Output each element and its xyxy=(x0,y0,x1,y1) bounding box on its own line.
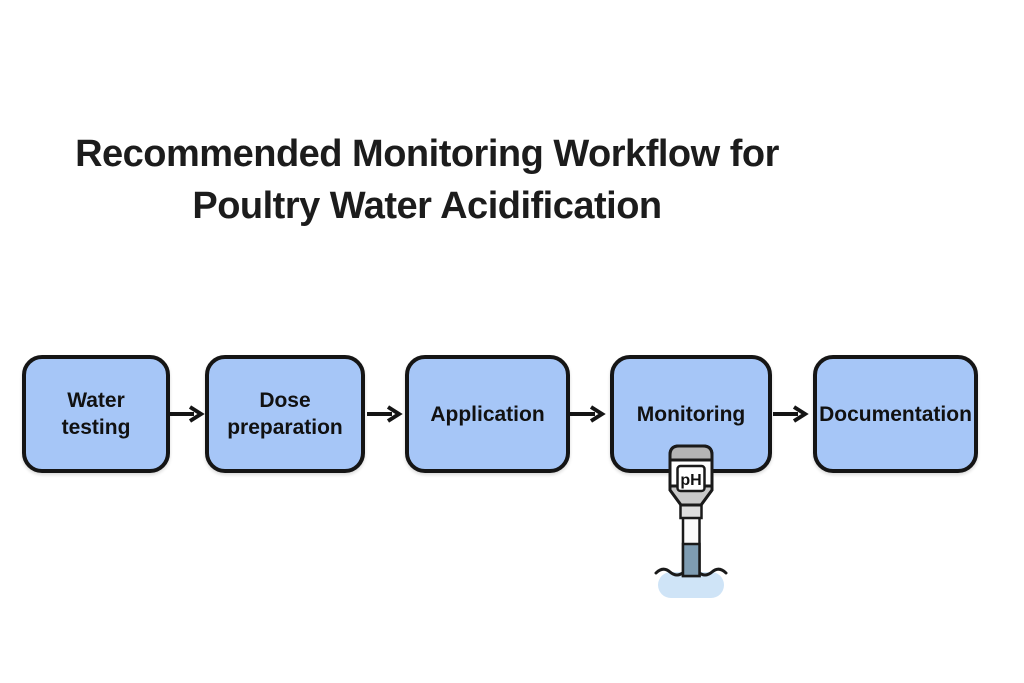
diagram-title: Recommended Monitoring Workflow for Poul… xyxy=(0,128,854,232)
ph-probe-icon: pH xyxy=(654,444,728,598)
arrow-right-icon xyxy=(570,405,606,423)
probe-stem-tip xyxy=(681,542,701,578)
step-box-documentation: Documentation xyxy=(813,355,978,473)
step-box-water-testing: Water testing xyxy=(22,355,170,473)
step-label: Monitoring xyxy=(636,402,746,426)
arrow-right-icon xyxy=(169,405,205,423)
probe-cap xyxy=(668,444,714,462)
diagram-title-line-1: Recommended Monitoring Workflow for xyxy=(75,133,779,175)
step-box-dose-preparation: Dose preparation xyxy=(205,355,365,473)
step-label: Dose preparation xyxy=(227,389,343,439)
water-puddle xyxy=(658,572,724,598)
step-box-application: Application xyxy=(405,355,570,473)
arrow-right-icon xyxy=(773,405,809,423)
ph-label-plate xyxy=(676,464,706,493)
step-label: Water testing xyxy=(61,389,131,439)
step-label: Application xyxy=(430,402,545,426)
step-label: Documentation xyxy=(819,402,972,426)
diagram-title-line-2: Poultry Water Acidification xyxy=(192,185,662,227)
ph-label: pH xyxy=(680,472,701,489)
arrow-right-icon xyxy=(367,405,403,423)
